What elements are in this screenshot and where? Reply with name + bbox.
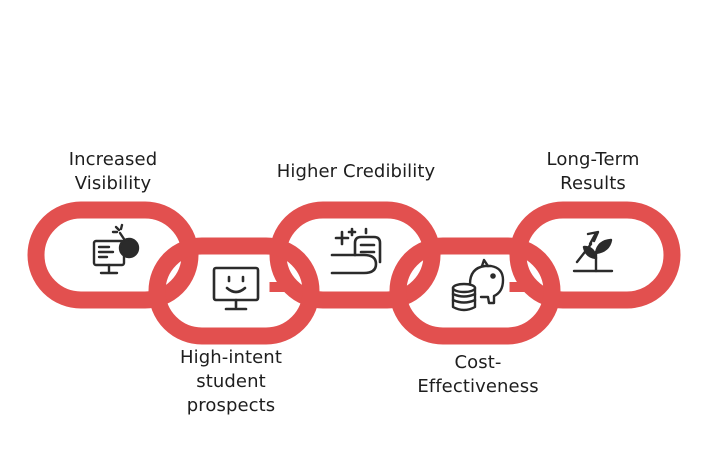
smiley-monitor-icon (212, 266, 260, 311)
label-line: prospects (186, 395, 276, 416)
benefit-label-high-intent-prospects: High-intent student prospects (156, 346, 306, 418)
label-line: Effectiveness (417, 376, 539, 397)
benefit-label-cost-effectiveness: Cost- Effectiveness (398, 351, 558, 399)
chain-link-2 (148, 237, 320, 345)
piggy-bank-coins-icon (451, 258, 505, 312)
thumbs-up-sparkle-icon (330, 227, 382, 275)
benefit-label-long-term-results: Long-Term Results (520, 148, 666, 196)
label-line: Cost- (454, 352, 502, 373)
label-line: Results (560, 173, 626, 194)
benefit-label-increased-visibility: Increased Visibility (48, 148, 178, 196)
label-line: Long-Term (546, 149, 640, 170)
computer-bomb-icon (92, 223, 140, 275)
label-line: student (196, 371, 266, 392)
label-line: Higher Credibility (276, 161, 436, 182)
growth-plant-icon (572, 230, 614, 273)
benefit-label-higher-credibility: Higher Credibility (250, 160, 462, 184)
label-line: Visibility (74, 173, 152, 194)
chain-link-4 (389, 237, 561, 345)
label-line: Increased (68, 149, 158, 170)
label-line: High-intent (180, 347, 282, 368)
